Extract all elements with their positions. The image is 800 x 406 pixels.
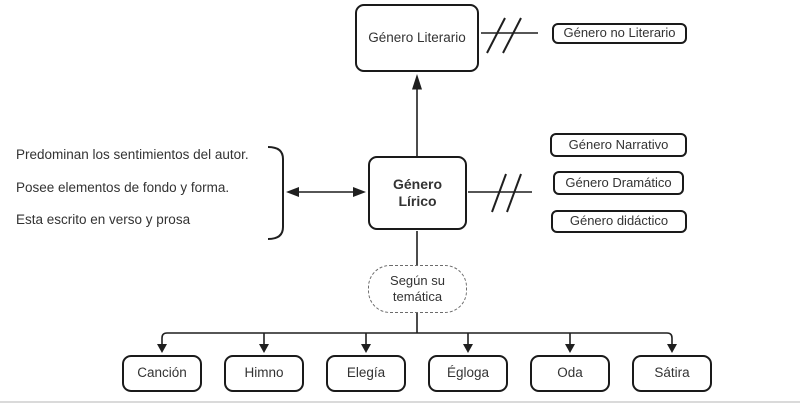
node-genero-dramatico: Género Dramático bbox=[553, 171, 684, 195]
node-genero-literario-label: Género Literario bbox=[368, 29, 466, 45]
node-cancion-label: Canción bbox=[137, 365, 187, 381]
note-fondo-forma: Posee elementos de fondo y forma. bbox=[16, 180, 230, 195]
node-satira-label: Sátira bbox=[654, 365, 690, 381]
node-genero-no-literario-label: Género no Literario bbox=[563, 25, 676, 41]
node-oda-label: Oda bbox=[557, 365, 583, 381]
node-genero-didactico-label: Género didáctico bbox=[569, 213, 669, 229]
node-egloga: Égloga bbox=[428, 355, 508, 392]
node-genero-lirico: Género Lírico bbox=[368, 156, 467, 230]
trunk-line bbox=[161, 332, 673, 345]
node-genero-dramatico-label: Género Dramático bbox=[565, 174, 672, 190]
node-elegia: Elegía bbox=[326, 355, 406, 392]
arrowhead-up bbox=[412, 74, 422, 90]
node-elegia-label: Elegía bbox=[346, 365, 386, 381]
node-satira: Sátira bbox=[632, 355, 712, 392]
slash-marks-middle bbox=[491, 173, 522, 213]
slash-marks-top bbox=[486, 17, 522, 54]
node-himno: Himno bbox=[224, 355, 304, 392]
node-himno-label: Himno bbox=[244, 365, 284, 381]
node-genero-no-literario: Género no Literario bbox=[552, 23, 687, 44]
node-cancion: Canción bbox=[122, 355, 202, 392]
canvas-bottom-edge bbox=[0, 401, 800, 403]
arrowhead-egloga bbox=[463, 344, 473, 353]
characteristics-bracket bbox=[267, 146, 284, 240]
node-genero-narrativo-label: Género Narrativo bbox=[568, 136, 669, 152]
arrowhead-himno bbox=[259, 344, 269, 353]
note-verso-prosa: Esta escrito en verso y prosa bbox=[16, 212, 191, 227]
node-genero-lirico-label: Género Lírico bbox=[392, 175, 442, 210]
arrowhead-oda bbox=[565, 344, 575, 353]
arrowhead-satira bbox=[667, 344, 677, 353]
node-segun-su-tematica-label: Según su temática bbox=[390, 272, 445, 304]
node-genero-didactico: Género didáctico bbox=[551, 210, 687, 233]
arrowhead-left bbox=[286, 187, 299, 197]
arrowhead-right bbox=[353, 187, 366, 197]
node-oda: Oda bbox=[530, 355, 610, 392]
node-genero-literario: Género Literario bbox=[355, 4, 479, 72]
node-genero-narrativo: Género Narrativo bbox=[550, 133, 687, 157]
note-sentimientos: Predominan los sentimientos del autor. bbox=[16, 147, 249, 162]
arrowhead-elegia bbox=[361, 344, 371, 353]
arrowhead-cancion bbox=[157, 344, 167, 353]
node-segun-su-tematica: Según su temática bbox=[368, 265, 467, 313]
node-egloga-label: Égloga bbox=[446, 365, 490, 381]
